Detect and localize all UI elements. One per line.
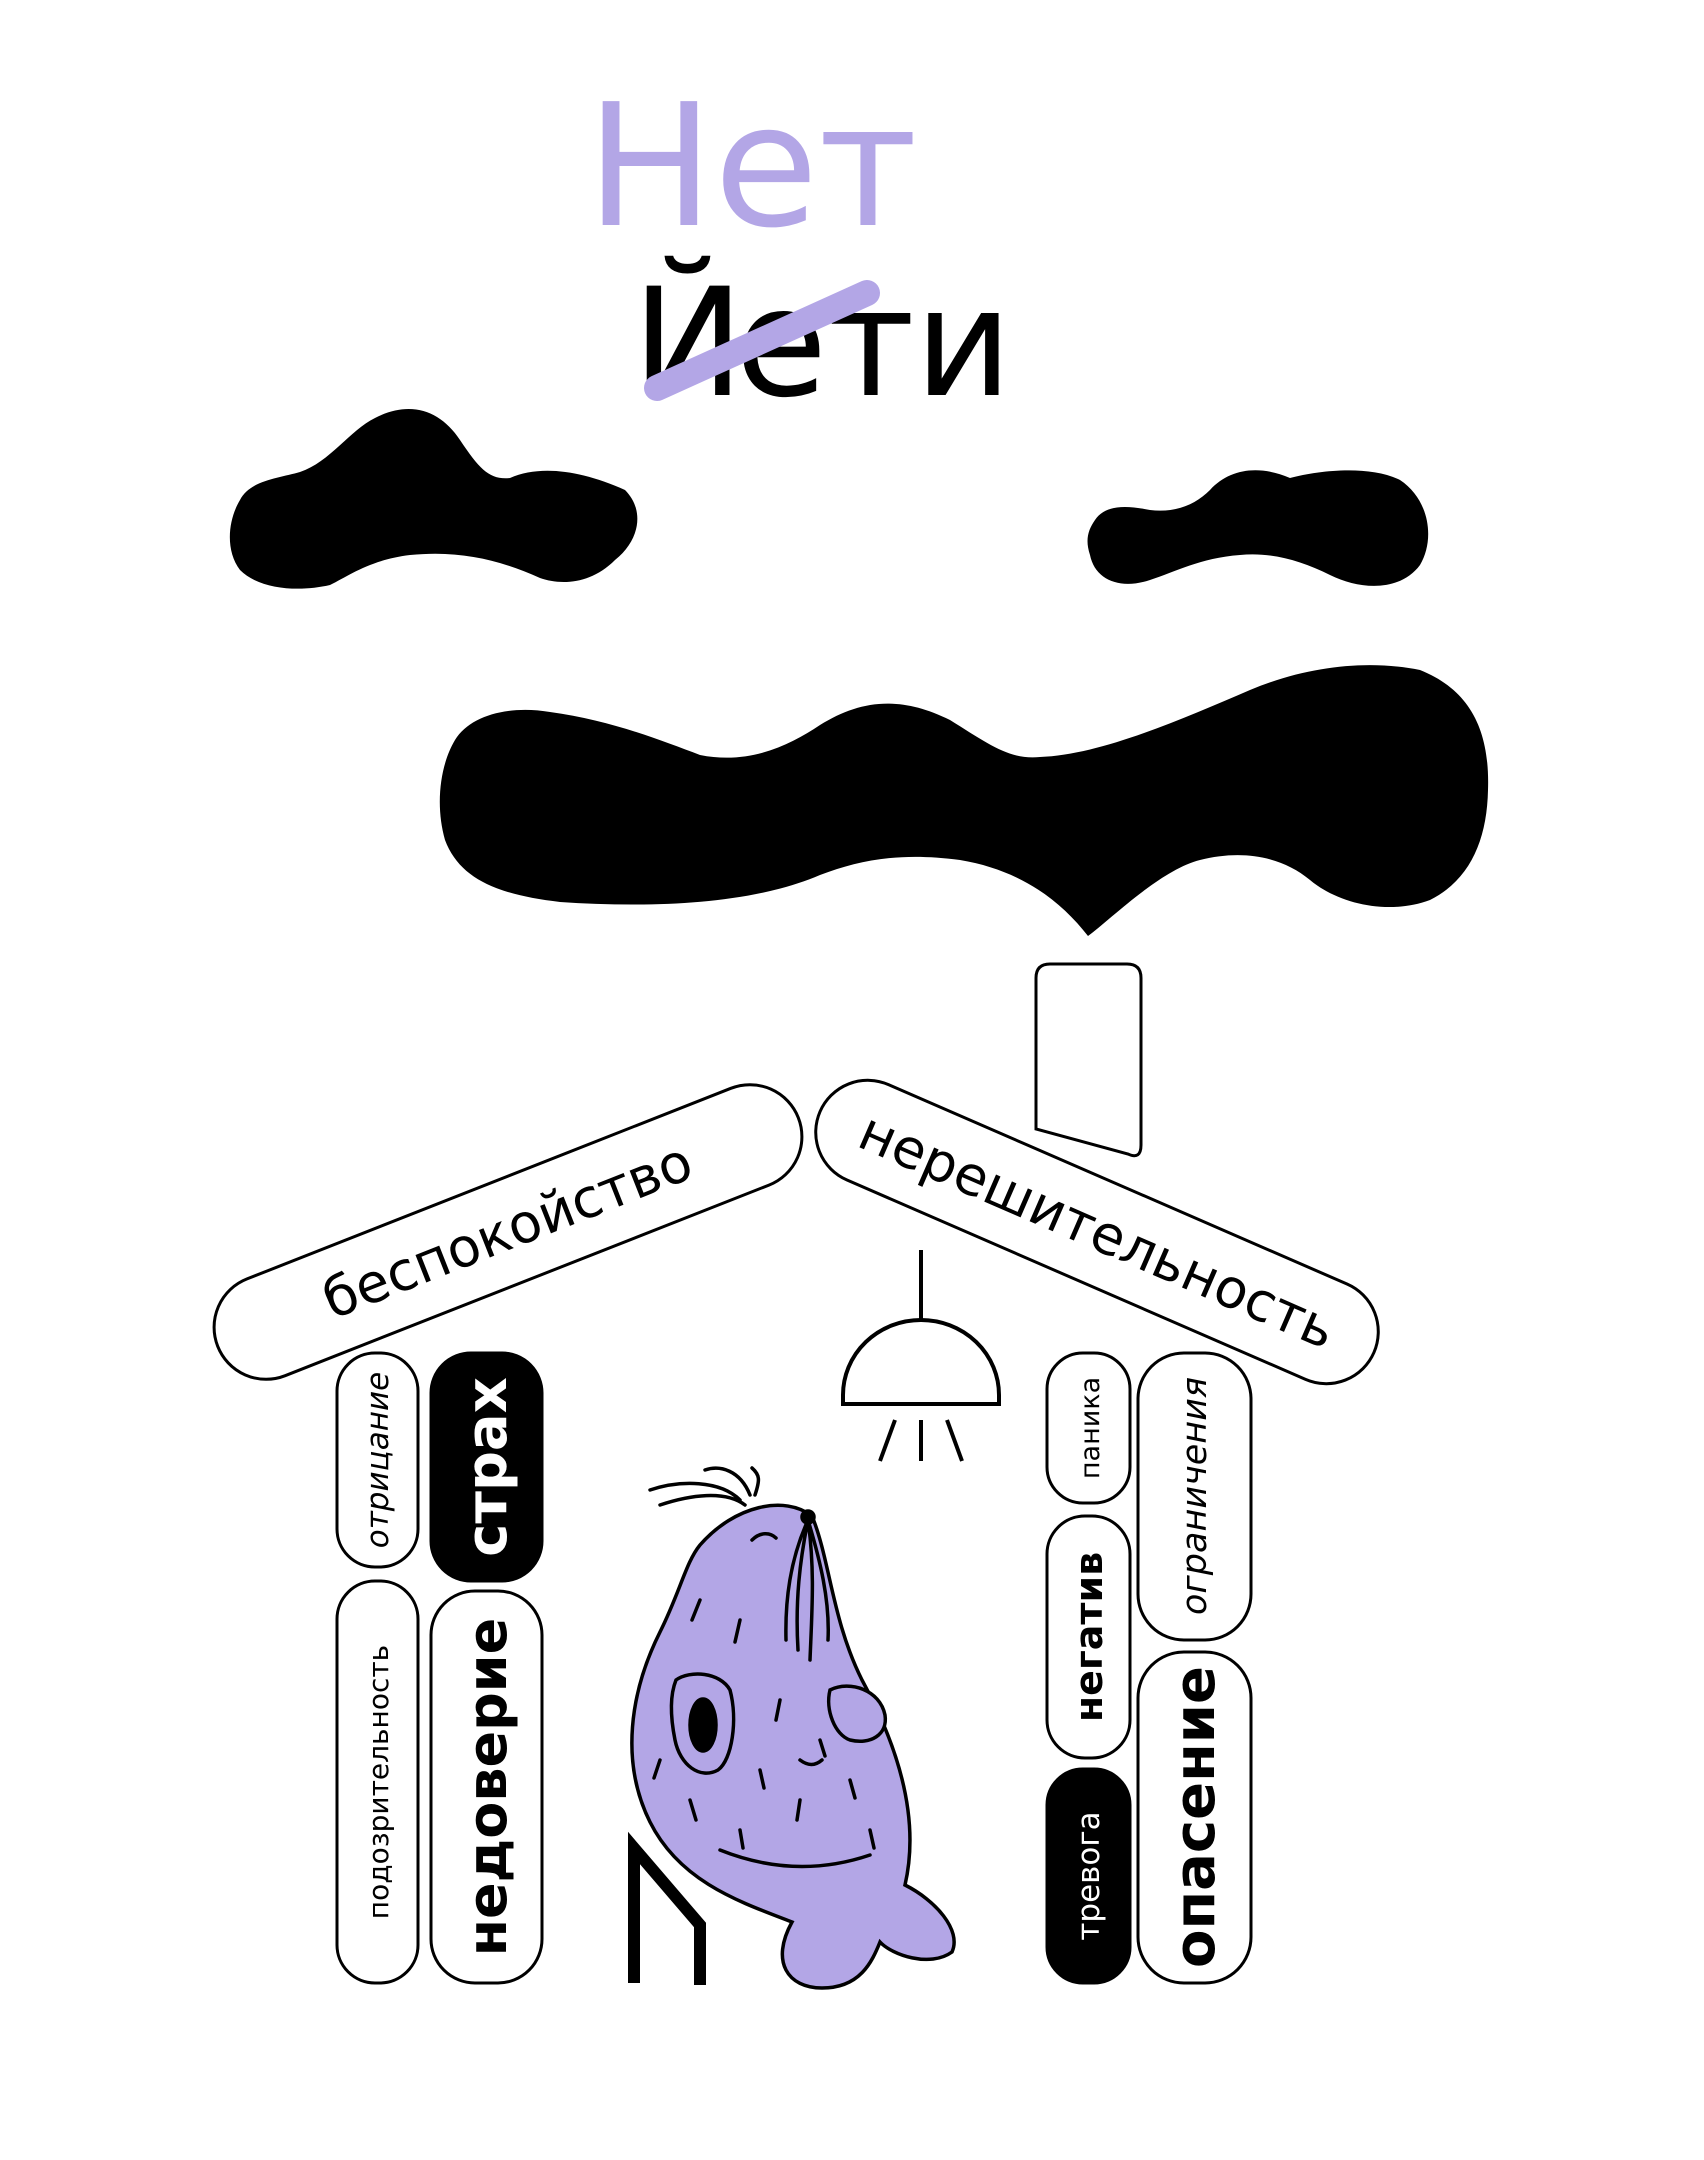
strikethrough-line — [644, 280, 880, 401]
pill-opasenie: опасение — [1136, 1650, 1253, 1985]
pill-otricanie: отрицание — [335, 1351, 420, 1569]
cloud-left — [229, 409, 638, 589]
pill-nedoverie: недоверие — [429, 1589, 544, 1985]
pill-label: опасение — [1163, 1666, 1228, 1968]
pill-label: паника — [1075, 1377, 1106, 1479]
lamp-icon — [841, 1250, 1001, 1462]
cloud-right — [1087, 470, 1429, 586]
yeti-creature — [630, 1466, 956, 1990]
pill-trevoga: тревога — [1045, 1767, 1132, 1985]
pill-label: недоверие — [456, 1618, 519, 1957]
pill-label: отрицание — [360, 1372, 396, 1548]
pill-label: подозрительность — [362, 1645, 395, 1919]
cloud-smoke-large — [439, 665, 1489, 936]
pill-ogranicheniya: ограничения — [1136, 1351, 1253, 1642]
chair-icon — [628, 1831, 706, 1985]
pill-podozritelnost: подозрительность — [335, 1579, 420, 1985]
pill-label: страх — [455, 1377, 520, 1557]
pill-label: тревога — [1071, 1811, 1107, 1940]
pill-label: ограничения — [1175, 1377, 1215, 1615]
title-top-word: Нет — [586, 68, 917, 266]
pill-negativ: негатив — [1045, 1514, 1132, 1760]
pill-strakh: страх — [429, 1351, 544, 1583]
pill-label: негатив — [1067, 1552, 1111, 1722]
chimney — [1034, 962, 1143, 1158]
roof-left-pill: беспокойство — [212, 1083, 804, 1381]
pill-panika: паника — [1045, 1351, 1132, 1505]
